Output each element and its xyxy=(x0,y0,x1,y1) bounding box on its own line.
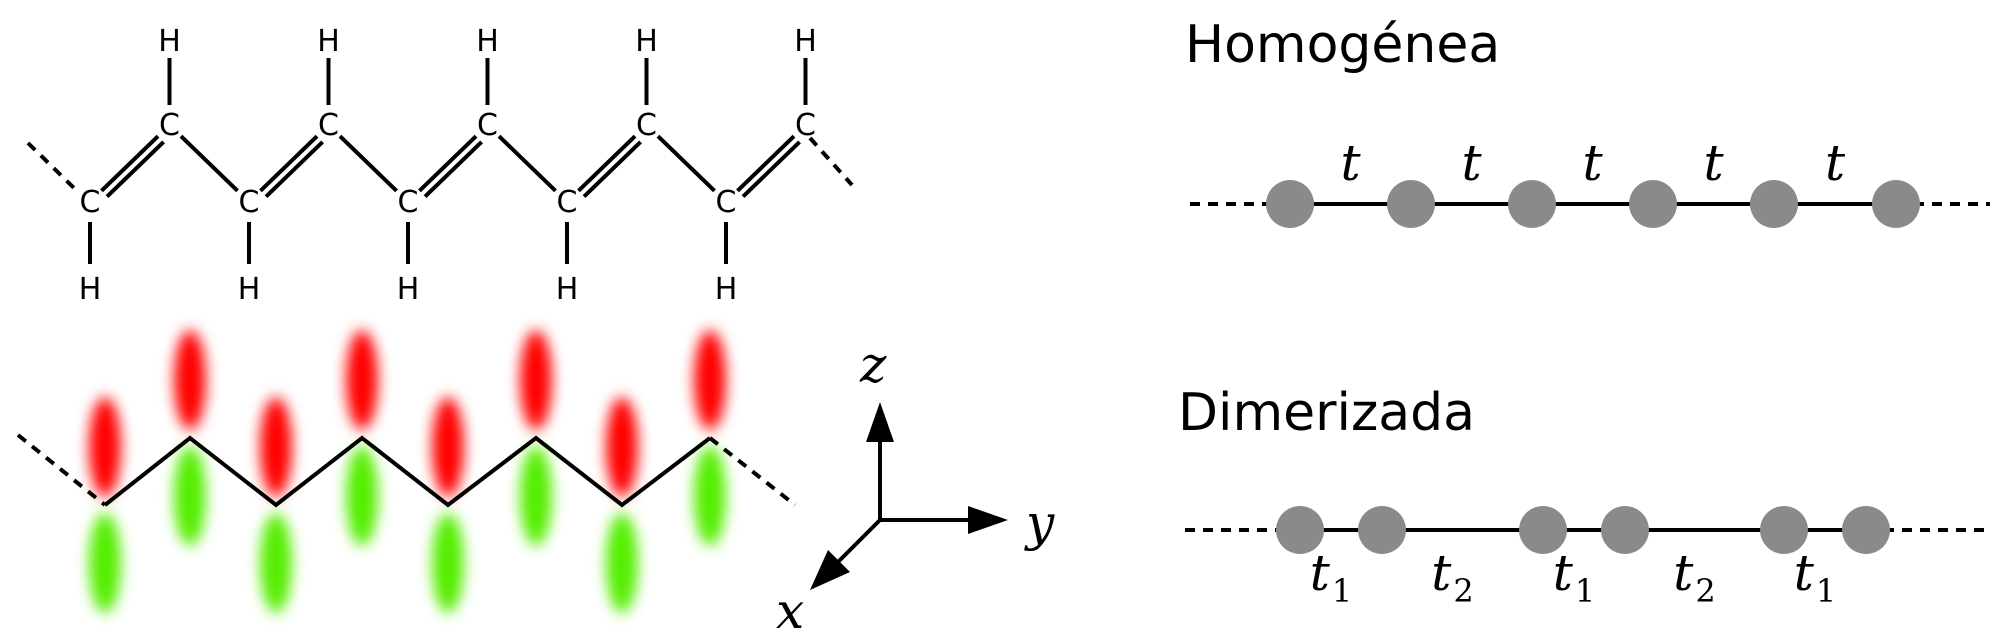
lattice-site xyxy=(1276,506,1324,554)
pz-lobe-upper xyxy=(606,397,638,497)
hydrogen-atom: H xyxy=(635,24,658,59)
hopping-label-t1: t1 xyxy=(1310,544,1352,610)
hopping-label-t2: t2 xyxy=(1673,544,1715,610)
dimerized-chain: Dimerizada t1 t2 t1 t2 t1 xyxy=(1178,383,1988,610)
z-axis-label: z xyxy=(859,336,887,394)
x-axis-label: x xyxy=(776,582,804,640)
dimerized-sites xyxy=(1276,506,1890,554)
pz-lobe-upper xyxy=(694,330,726,430)
hydrogen-atom: H xyxy=(476,24,499,59)
hydrogen-atom: H xyxy=(238,272,261,307)
structure-right-dash xyxy=(808,136,854,187)
carbon-bond xyxy=(259,134,319,193)
hydrogen-atom: H xyxy=(794,24,817,59)
hopping-label-t: t xyxy=(1703,134,1724,192)
carbon-atom: C xyxy=(159,108,180,143)
carbon-bond xyxy=(338,134,398,193)
pz-lobe-lower xyxy=(606,513,638,613)
lattice-site xyxy=(1266,180,1314,228)
homogeneous-sites xyxy=(1266,180,1920,228)
pz-lobe-lower xyxy=(174,446,206,546)
lattice-site xyxy=(1508,180,1556,228)
y-axis-label: y xyxy=(1024,494,1055,552)
pz-lobe-upper xyxy=(89,397,121,497)
carbon-bond xyxy=(418,134,478,193)
chemical-structure: C H C H C H C H C H C H C H C H C H C H xyxy=(26,24,854,307)
carbon-atom: C xyxy=(557,185,578,220)
homogeneous-chain: Homogénea t t t t t xyxy=(1185,15,1990,228)
pz-lobe-lower xyxy=(432,513,464,613)
hydrogen-atom: H xyxy=(715,272,738,307)
hopping-label-t1: t1 xyxy=(1794,544,1836,610)
carbon-atom: C xyxy=(398,185,419,220)
pz-lobe-lower xyxy=(520,446,552,546)
hopping-label-t: t xyxy=(1340,134,1361,192)
hydrogen-atom: H xyxy=(79,272,102,307)
carbon-bond xyxy=(736,134,796,193)
lattice-site xyxy=(1387,180,1435,228)
pz-lobe-upper xyxy=(260,397,292,497)
carbon-double-bond xyxy=(105,140,165,199)
carbon-double-bond xyxy=(741,140,801,199)
y-arrowhead xyxy=(968,506,1008,534)
carbon-atom: C xyxy=(636,108,657,143)
carbon-double-bond xyxy=(582,140,642,199)
pz-lobe-lower xyxy=(346,446,378,546)
carbon-atom: C xyxy=(477,108,498,143)
carbon-double-bond xyxy=(423,140,483,199)
pz-lobe-upper xyxy=(346,330,378,430)
carbon-atom: C xyxy=(795,108,816,143)
pz-lobe-upper xyxy=(174,330,206,430)
lattice-site xyxy=(1358,506,1406,554)
x-axis xyxy=(836,518,882,564)
orbital-lobes xyxy=(89,330,726,613)
carbon-atom: C xyxy=(239,185,260,220)
zigzag-backbone xyxy=(103,435,712,508)
lattice-site xyxy=(1601,506,1649,554)
hydrogen-atom: H xyxy=(317,24,340,59)
lattice-site xyxy=(1750,180,1798,228)
carbon-bond xyxy=(497,134,557,193)
hopping-label-t: t xyxy=(1825,134,1846,192)
hydrogen-atom: H xyxy=(397,272,420,307)
carbon-atom: C xyxy=(716,185,737,220)
z-arrowhead xyxy=(866,402,894,442)
carbon-bond xyxy=(577,134,637,193)
hopping-label-t: t xyxy=(1461,134,1482,192)
structure-left-dash xyxy=(26,141,76,190)
hopping-label-t1: t1 xyxy=(1553,544,1595,610)
zigzag-right-dash xyxy=(708,436,797,507)
homogeneous-title: Homogénea xyxy=(1185,15,1500,75)
dimerized-title: Dimerizada xyxy=(1178,383,1475,443)
zigzag-left-dash xyxy=(16,433,107,507)
dimerized-hopping-labels: t1 t2 t1 t2 t1 xyxy=(1310,544,1836,610)
pz-lobe-lower xyxy=(260,513,292,613)
carbon-atom: C xyxy=(80,185,101,220)
lattice-site xyxy=(1872,180,1920,228)
carbon-double-bond xyxy=(264,140,324,199)
pz-lobe-lower xyxy=(89,513,121,613)
x-arrowhead xyxy=(810,550,850,590)
carbon-atom: C xyxy=(318,108,339,143)
carbon-bond xyxy=(656,134,716,193)
orbital-chain xyxy=(16,330,797,613)
lattice-site xyxy=(1842,506,1890,554)
pz-lobe-upper xyxy=(432,397,464,497)
lattice-site xyxy=(1519,506,1567,554)
hydrogen-atom: H xyxy=(158,24,181,59)
hydrogen-atom: H xyxy=(556,272,579,307)
hopping-label-t: t xyxy=(1582,134,1603,192)
coordinate-axes: z y x xyxy=(776,336,1055,640)
pz-lobe-lower xyxy=(694,446,726,546)
lattice-site xyxy=(1760,506,1808,554)
lattice-site xyxy=(1629,180,1677,228)
pz-lobe-upper xyxy=(520,330,552,430)
carbon-bond xyxy=(179,134,239,193)
carbon-bond xyxy=(100,134,160,193)
hopping-label-t2: t2 xyxy=(1431,544,1473,610)
